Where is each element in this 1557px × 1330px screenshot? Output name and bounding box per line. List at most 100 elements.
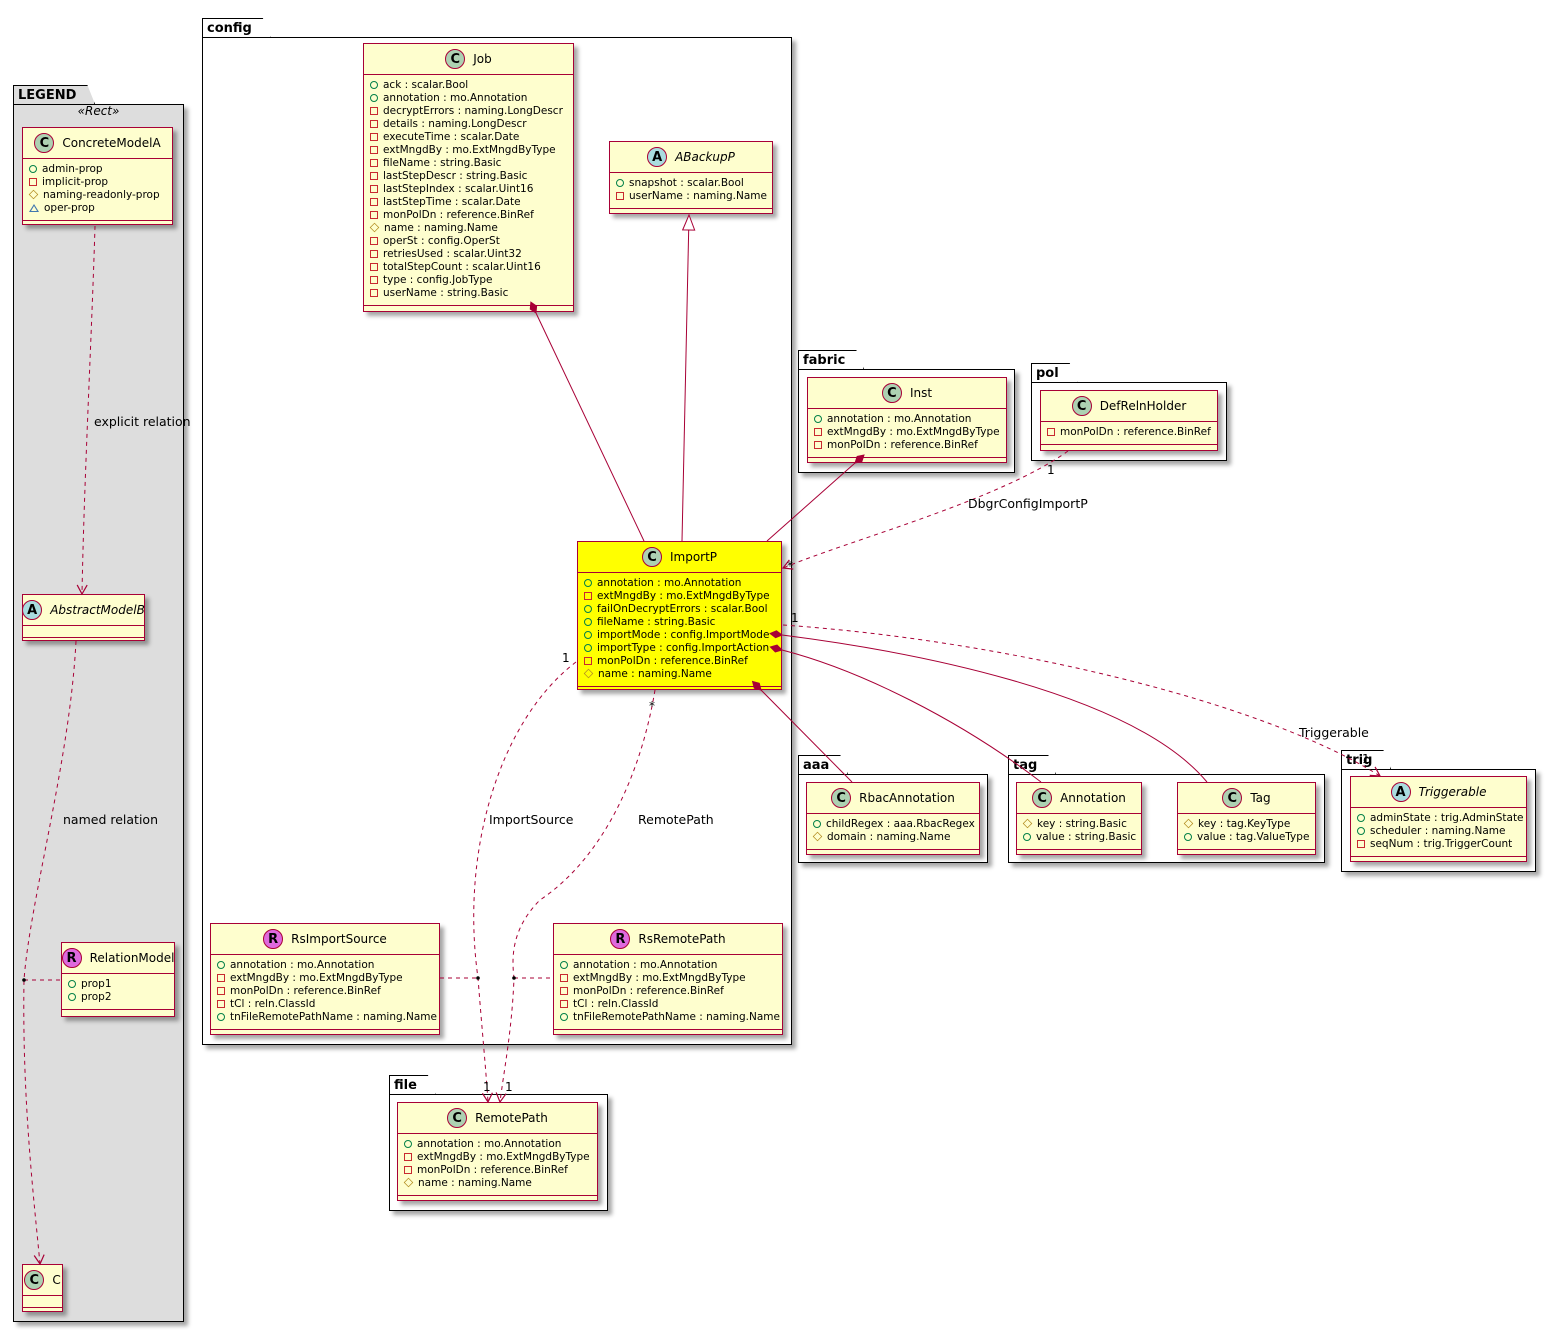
package-legend: LEGEND «Rect» bbox=[13, 85, 184, 1322]
private-visibility-icon bbox=[370, 210, 378, 219]
class-methods bbox=[23, 1308, 62, 1316]
private-visibility-icon bbox=[584, 591, 592, 600]
attribute-row: importMode : config.ImportMode bbox=[584, 628, 775, 641]
attribute-text: oper-prop bbox=[44, 201, 95, 214]
public-visibility-icon bbox=[217, 960, 225, 969]
public-visibility-icon bbox=[1357, 826, 1365, 835]
public-visibility-icon bbox=[584, 630, 592, 639]
public-visibility-icon bbox=[29, 164, 37, 173]
attribute-row: value : string.Basic bbox=[1023, 830, 1136, 843]
attribute-text: key : string.Basic bbox=[1037, 817, 1127, 830]
class-name: Job bbox=[473, 52, 492, 66]
class-name: ImportP bbox=[669, 550, 718, 564]
attribute-row: prop2 bbox=[68, 990, 168, 1003]
attribute-text: details : naming.LongDescr bbox=[383, 117, 527, 130]
class-methods bbox=[1017, 850, 1141, 858]
attribute-text: tnFileRemotePathName : naming.Name bbox=[573, 1010, 780, 1023]
private-visibility-icon bbox=[616, 191, 624, 200]
attribute-row: annotation : mo.Annotation bbox=[814, 412, 1000, 425]
attribute-row: snapshot : scalar.Bool bbox=[616, 176, 766, 189]
attribute-text: annotation : mo.Annotation bbox=[827, 412, 972, 425]
package-file-tab: file bbox=[389, 1075, 436, 1095]
attribute-text: key : tag.KeyType bbox=[1198, 817, 1291, 830]
stereotype-spot-icon: A bbox=[1390, 782, 1411, 802]
class-header: R RsImportSource bbox=[211, 924, 439, 955]
public-visibility-icon bbox=[370, 80, 378, 89]
attribute-text: operSt : config.OperSt bbox=[383, 234, 500, 247]
package-visibility-icon bbox=[29, 203, 39, 212]
class-name: RemotePath bbox=[475, 1111, 548, 1125]
class-name: C bbox=[52, 1273, 61, 1287]
class-name: DefRelnHolder bbox=[1099, 399, 1187, 413]
attribute-text: naming-readonly-prop bbox=[43, 188, 160, 201]
stereotype-spot-icon: C bbox=[881, 383, 902, 403]
private-visibility-icon bbox=[404, 1152, 412, 1161]
attribute-text: lastStepDescr : string.Basic bbox=[383, 169, 528, 182]
attribute-row: extMngdBy : mo.ExtMngdByType bbox=[404, 1150, 591, 1163]
class-methods bbox=[62, 1010, 174, 1018]
attribute-text: fileName : string.Basic bbox=[597, 615, 716, 628]
package-pol-tab: pol bbox=[1031, 363, 1078, 383]
attribute-row: name : naming.Name bbox=[583, 667, 775, 680]
attribute-row: lastStepDescr : string.Basic bbox=[370, 169, 567, 182]
class-methods bbox=[808, 458, 1006, 466]
class-name: RsImportSource bbox=[291, 932, 387, 946]
class-name: RelationModel bbox=[89, 951, 175, 965]
private-visibility-icon bbox=[217, 986, 225, 995]
attribute-text: userName : string.Basic bbox=[383, 286, 509, 299]
stereotype-spot-icon: R bbox=[263, 929, 284, 949]
private-visibility-icon bbox=[217, 973, 225, 982]
public-visibility-icon bbox=[560, 1012, 568, 1021]
attribute-text: importMode : config.ImportMode bbox=[597, 628, 770, 641]
attribute-text: monPolDn : reference.BinRef bbox=[597, 654, 748, 667]
attribute-row: implicit-prop bbox=[29, 175, 166, 188]
private-visibility-icon bbox=[217, 999, 225, 1008]
package-aaa-tab: aaa bbox=[798, 755, 848, 775]
private-visibility-icon bbox=[1047, 427, 1055, 436]
private-visibility-icon bbox=[560, 986, 568, 995]
attribute-row: prop1 bbox=[68, 977, 168, 990]
attribute-row: annotation : mo.Annotation bbox=[560, 958, 776, 971]
class-methods bbox=[211, 1030, 439, 1038]
class-methods bbox=[23, 638, 144, 646]
protected-visibility-icon bbox=[1022, 818, 1033, 829]
package-tag-tab: tag bbox=[1008, 755, 1056, 775]
attribute-text: extMngdBy : mo.ExtMngdByType bbox=[230, 971, 403, 984]
class-methods bbox=[398, 1196, 597, 1204]
attribute-text: domain : naming.Name bbox=[827, 830, 951, 843]
attribute-text: userName : naming.Name bbox=[629, 189, 767, 202]
attribute-text: value : tag.ValueType bbox=[1197, 830, 1310, 843]
private-visibility-icon bbox=[560, 999, 568, 1008]
class-methods bbox=[1351, 857, 1526, 865]
class-methods bbox=[554, 1030, 782, 1038]
private-visibility-icon bbox=[814, 440, 822, 449]
private-visibility-icon bbox=[29, 177, 37, 186]
private-visibility-icon bbox=[584, 656, 592, 665]
private-visibility-icon bbox=[1357, 839, 1365, 848]
attribute-row: annotation : mo.Annotation bbox=[584, 576, 775, 589]
